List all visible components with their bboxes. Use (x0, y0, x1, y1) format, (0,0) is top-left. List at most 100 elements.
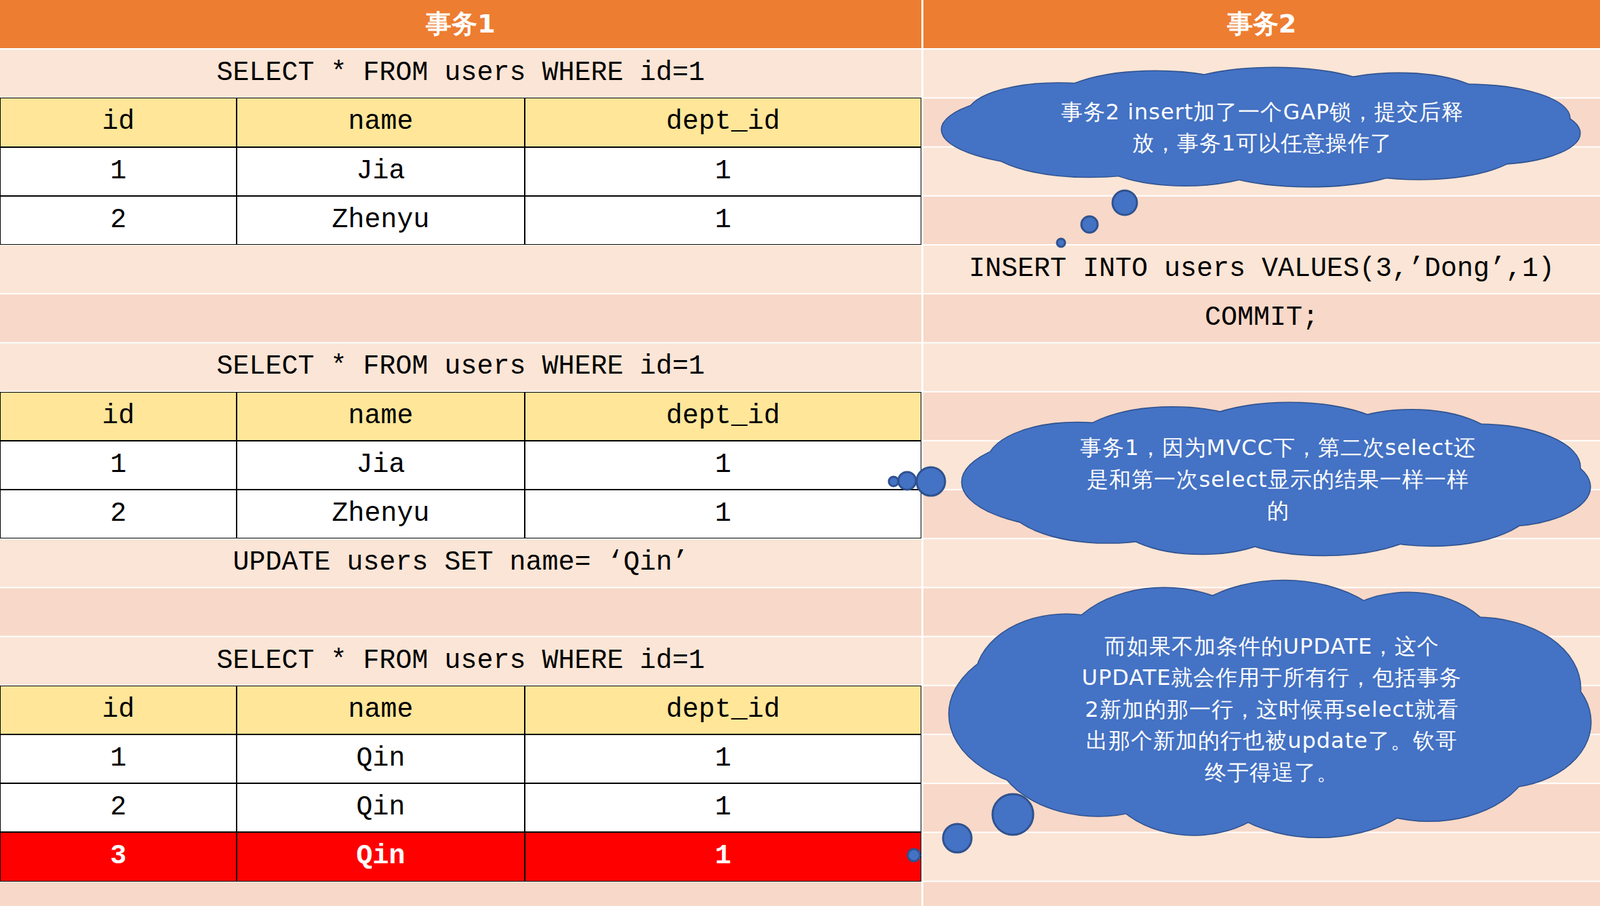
sql-statement: SELECT * FROM users WHERE id=1 (0, 48, 922, 98)
node-text: 事务1，因为MVCC下，第二次select还是和第一次select显示的结果一样… (1077, 431, 1478, 527)
row-band (0, 294, 922, 342)
label-text: 1 (714, 450, 731, 480)
sql-statement: SELECT * FROM users WHERE id=1 (0, 342, 922, 392)
row-band (0, 343, 922, 391)
sql-statement: SELECT * FROM users WHERE id=1 (0, 636, 922, 686)
row-band (0, 637, 922, 685)
label-text: name (347, 401, 413, 432)
table-cell: 1 (524, 147, 922, 196)
label-text: 2 (109, 792, 127, 823)
table-cell: 1 (0, 440, 237, 490)
node-text: 事务1 (425, 6, 495, 42)
label-text: SELECT * FROM users WHERE id=1 (216, 351, 705, 382)
row-band (0, 538, 922, 587)
node-text-group: 事务1 (425, 6, 495, 42)
thought-bubble (916, 467, 946, 496)
node-text-group: 而如果不加条件的UPDATE，这个UPDATE就会作用于所有行，包括事务2新加的… (1075, 630, 1469, 788)
label-text: UPDATE users SET name= ‘Qin’ (232, 547, 689, 578)
label-text: 1 (714, 743, 731, 774)
label-text: 1 (714, 156, 731, 187)
table-header-cell: name (236, 391, 525, 441)
thought-cloud: 事务2 insert加了一个GAP锁，提交后释放，事务1可以任意操作了 (938, 65, 1587, 190)
table-header-cell: id (0, 391, 237, 441)
table-cell: 2 (0, 195, 237, 245)
thought-bubble (1056, 238, 1066, 247)
label-text: dept_id (665, 694, 780, 725)
thought-cloud: 而如果不加条件的UPDATE，这个UPDATE就会作用于所有行，包括事务2新加的… (946, 578, 1598, 841)
column-header: 事务2 (923, 0, 1600, 49)
row-band (0, 245, 922, 293)
row-band (0, 490, 922, 538)
thought-bubble (992, 793, 1034, 835)
label-text: INSERT INTO users VALUES(3,’Dong’,1) (968, 254, 1555, 285)
node-text-group: 事务2 insert加了一个GAP锁，提交后释放，事务1可以任意操作了 (1058, 96, 1466, 160)
table-header-cell: name (236, 685, 525, 735)
table-cell: 1 (524, 783, 922, 832)
table-header-cell: name (236, 97, 525, 147)
label-text: SELECT * FROM users WHERE id=1 (216, 646, 705, 676)
column-header: 事务1 (0, 0, 922, 49)
sql-statement: COMMIT; (923, 293, 1600, 343)
thought-cloud: 事务1，因为MVCC下，第二次select还是和第一次select显示的结果一样… (959, 400, 1597, 558)
table-cell: Zhenyu (236, 489, 525, 539)
row-band (923, 882, 1600, 906)
thought-bubble (898, 471, 916, 490)
label-text: id (101, 107, 135, 137)
label-text: 1 (714, 205, 731, 236)
table-cell: 1 (524, 489, 922, 539)
label-text: 1 (714, 841, 731, 872)
row-band (0, 882, 922, 906)
table-cell: 1 (524, 734, 922, 784)
label-text: 1 (109, 743, 127, 774)
row-band (0, 734, 922, 783)
label-text: 2 (109, 498, 127, 529)
label-text: Qin (355, 841, 405, 872)
thought-bubble (888, 476, 899, 487)
label-text: 1 (109, 450, 127, 480)
table-header-cell: id (0, 97, 237, 147)
table-cell: 3 (0, 831, 237, 881)
thought-bubble (1081, 216, 1098, 233)
label-text: Qin (355, 792, 405, 823)
label-text: COMMIT; (1204, 303, 1319, 333)
table-header-cell: dept_id (524, 97, 922, 147)
table-cell: Qin (236, 734, 525, 784)
table-cell: 1 (0, 734, 237, 784)
table-cell: 2 (0, 783, 237, 832)
table-cell: 1 (524, 831, 922, 881)
row-band (923, 343, 1600, 391)
table-header-cell: dept_id (524, 685, 922, 735)
node-text-group: 事务2 (1227, 6, 1297, 42)
cloud-shape (938, 65, 1587, 190)
row-band (0, 587, 922, 636)
thought-bubble (943, 823, 972, 853)
label-text: Jia (355, 450, 405, 480)
label-text: Jia (355, 156, 405, 187)
label-text: 1 (714, 792, 731, 823)
label-text: id (101, 694, 135, 725)
label-text: name (347, 107, 413, 137)
table-header-cell: dept_id (524, 391, 922, 441)
label-text: SELECT * FROM users WHERE id=1 (216, 58, 705, 89)
label-text: Zhenyu (331, 205, 430, 236)
row-band (923, 294, 1600, 342)
label-text: 1 (109, 156, 127, 187)
table-header-cell: id (0, 685, 237, 735)
row-band (0, 49, 922, 97)
label-text: Zhenyu (331, 498, 430, 529)
label-text: Qin (355, 743, 405, 774)
sql-statement: INSERT INTO users VALUES(3,’Dong’,1) (923, 244, 1600, 294)
table-cell: Zhenyu (236, 195, 525, 245)
thought-bubble (907, 848, 920, 862)
label-text: dept_id (665, 107, 780, 137)
thought-bubble (1112, 190, 1137, 215)
label-text: 3 (109, 841, 127, 872)
row-band (923, 196, 1600, 245)
table-cell: Jia (236, 147, 525, 196)
table-cell: 1 (0, 147, 237, 196)
label-text: name (347, 694, 413, 725)
row-band (923, 832, 1600, 880)
table-cell: 1 (524, 195, 922, 245)
row-band (923, 245, 1600, 293)
node-text: 事务2 (1227, 6, 1297, 42)
